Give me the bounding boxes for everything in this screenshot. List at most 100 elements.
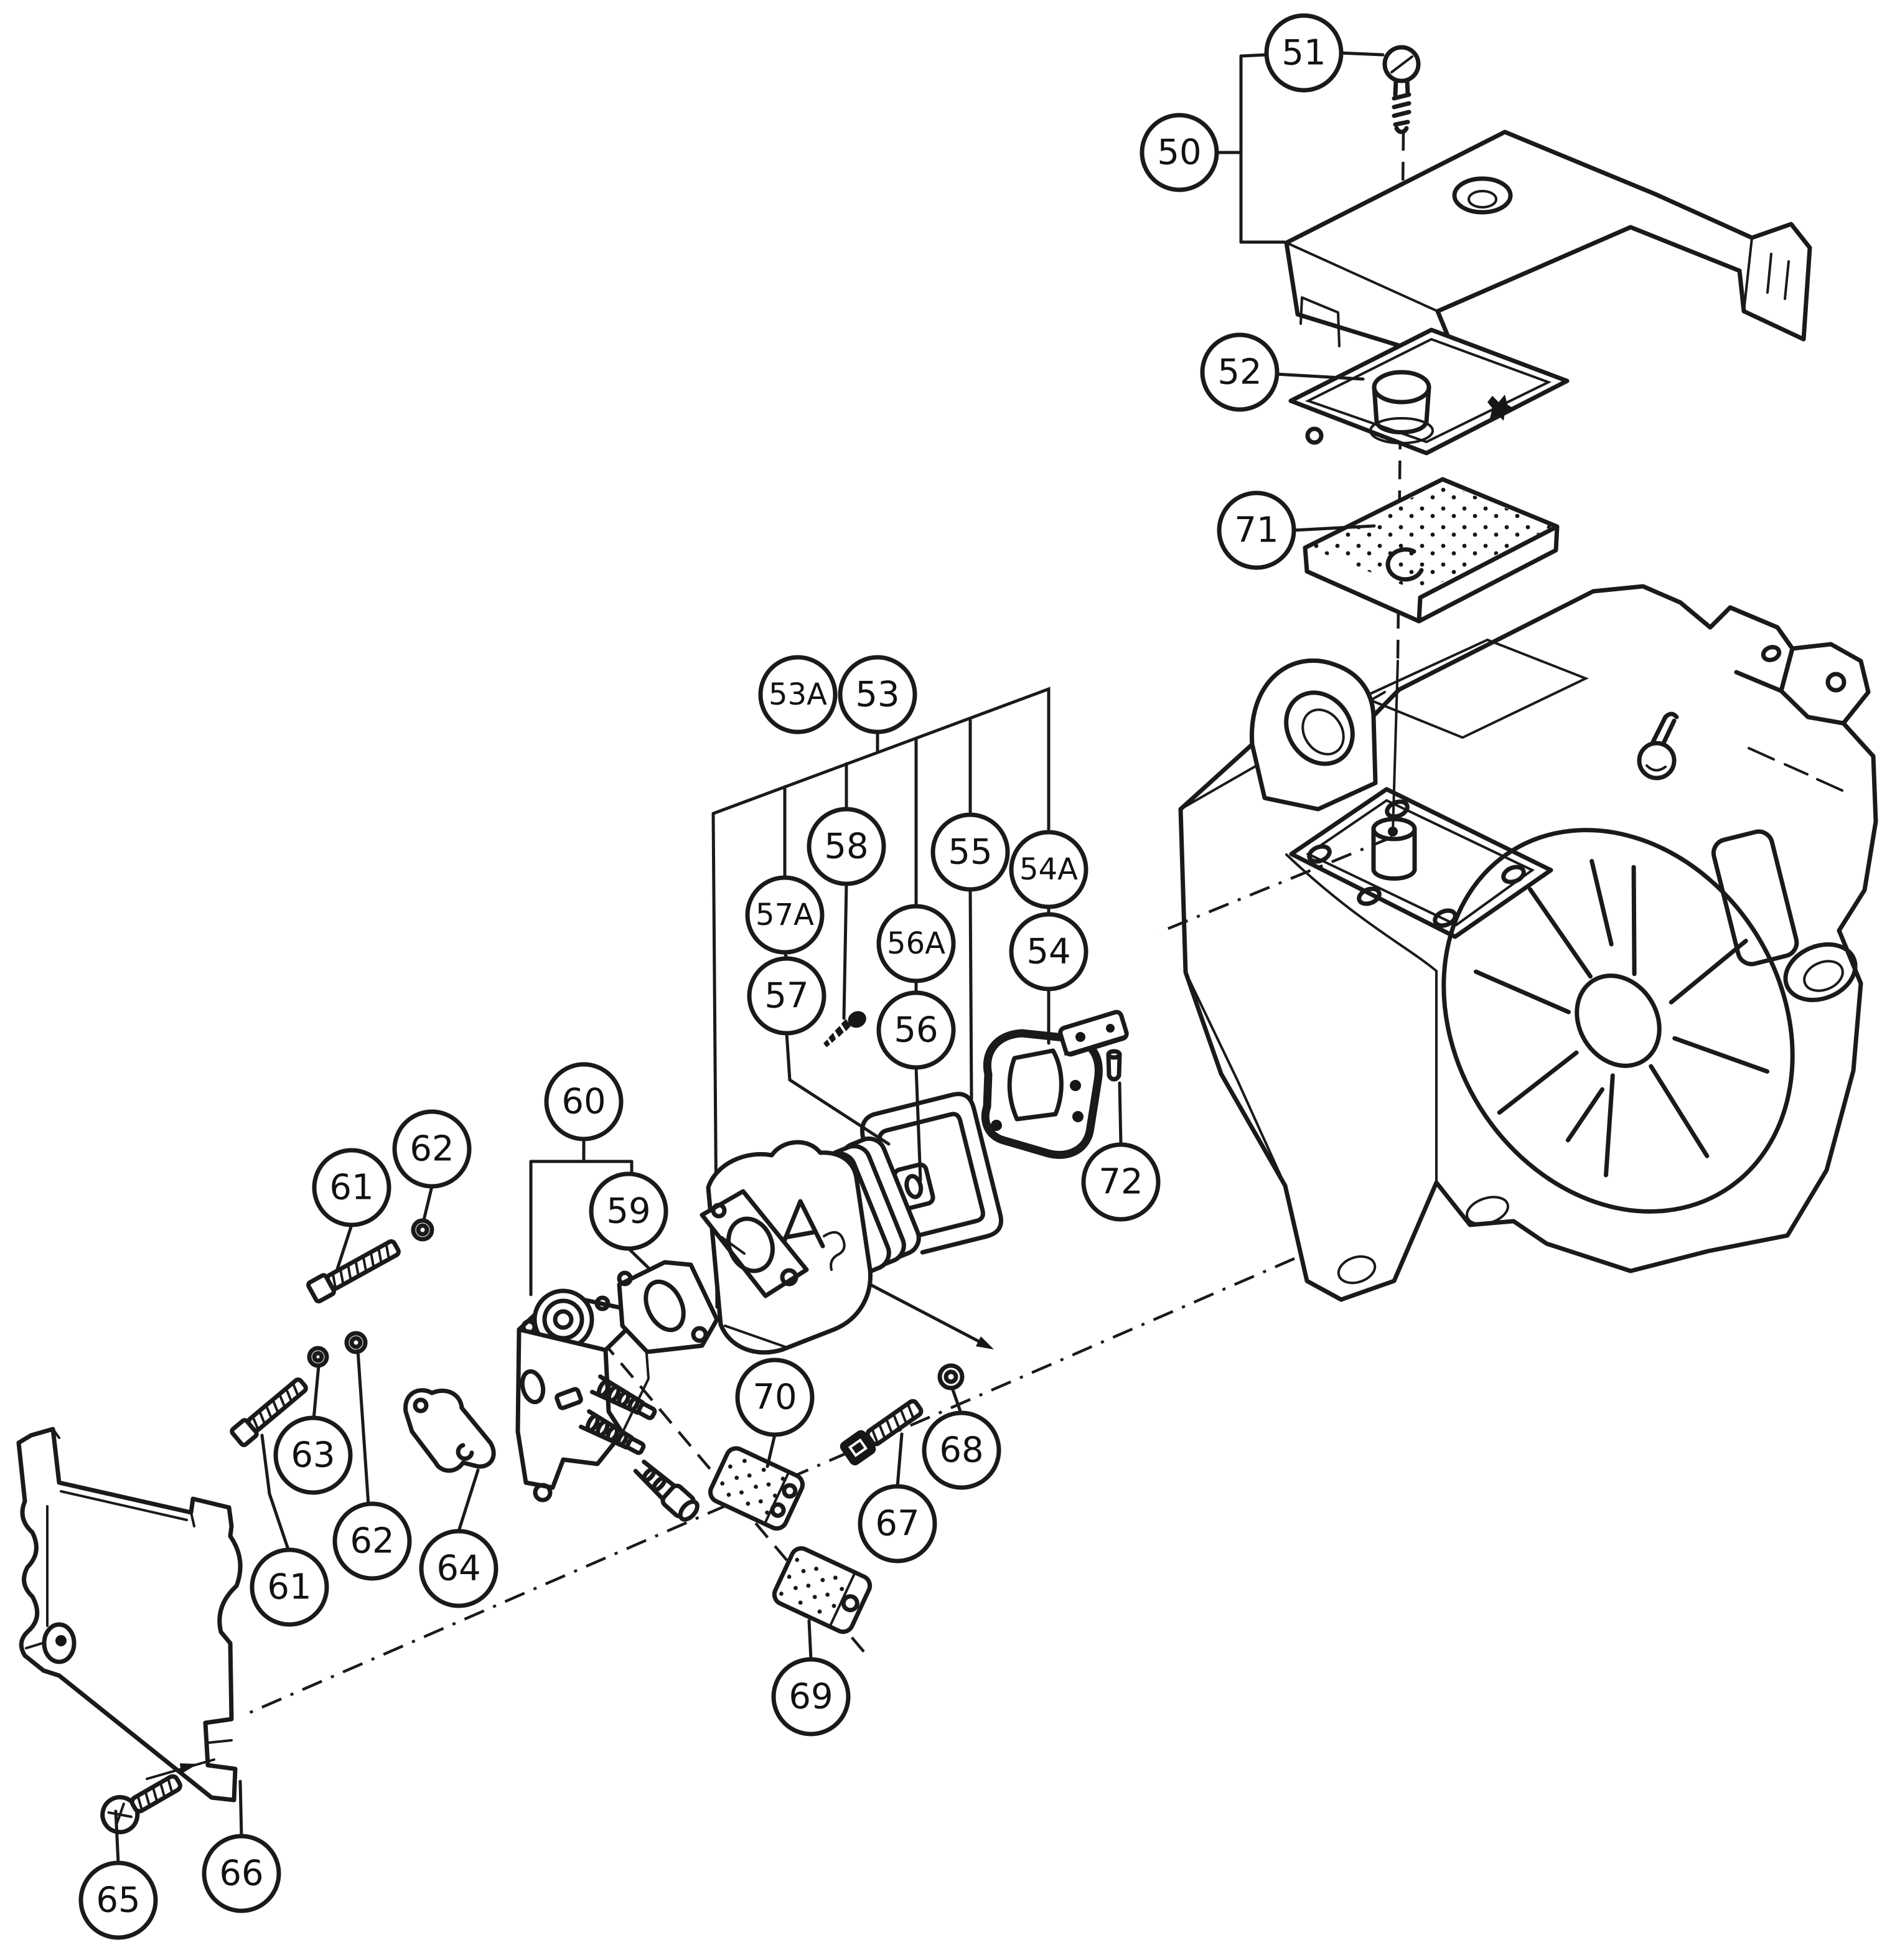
engine-boss bbox=[1250, 658, 1378, 812]
callout-61a-circle bbox=[312, 1148, 391, 1227]
callout-72-leader bbox=[1118, 1081, 1123, 1146]
filter-axis-lower bbox=[1392, 660, 1399, 833]
callout-62a-circle bbox=[392, 1109, 472, 1189]
intake-pad bbox=[1289, 787, 1553, 939]
cover-body bbox=[1284, 129, 1812, 367]
bracket72-edge bbox=[1064, 1034, 1128, 1056]
engine-crankcase-edge bbox=[1184, 853, 1438, 1187]
filter69-hole bbox=[841, 1594, 859, 1613]
screw67-head bbox=[840, 1430, 876, 1466]
screw-67 bbox=[840, 1399, 924, 1466]
callout-54: 54 bbox=[1009, 912, 1088, 1045]
boot-outer-ring bbox=[860, 1092, 1003, 1255]
plate66-corner bbox=[25, 1428, 60, 1649]
fuel-filter-parts bbox=[708, 1363, 965, 1634]
callout-57: 57 bbox=[747, 956, 891, 1146]
callout-51-label: 51 bbox=[1281, 33, 1326, 73]
washer-62b-inner bbox=[349, 1336, 363, 1349]
plate-screw-hole bbox=[1305, 426, 1324, 445]
callout-55-label: 55 bbox=[948, 832, 992, 873]
callout-56: 56 bbox=[876, 990, 956, 1182]
callout-57-circle bbox=[747, 956, 826, 1036]
callout-62a-label: 62 bbox=[410, 1129, 454, 1170]
callout-57A-label: 57A bbox=[756, 898, 814, 932]
callout-64-label: 64 bbox=[436, 1549, 480, 1589]
carb-pivot bbox=[533, 1483, 553, 1503]
callout-62b-leader bbox=[356, 1349, 370, 1507]
callout-64-leader bbox=[457, 1468, 480, 1533]
boss-hole-outer bbox=[1284, 690, 1355, 766]
plate66-inner-top bbox=[60, 1490, 188, 1521]
callout-70-label: 70 bbox=[752, 1377, 797, 1418]
callout-62b-circle bbox=[332, 1501, 412, 1581]
insulator-hole-2 bbox=[691, 1326, 708, 1343]
callout-68-label: 68 bbox=[939, 1430, 983, 1471]
callout-65-circle bbox=[78, 1860, 158, 1940]
pad-hole-3 bbox=[1501, 865, 1526, 884]
callout-59: 59 bbox=[589, 1171, 668, 1272]
callout-67-circle bbox=[858, 1484, 937, 1564]
callout-71-label: 71 bbox=[1234, 510, 1278, 551]
callout-61b-leader bbox=[260, 1433, 291, 1553]
flange-bore bbox=[726, 1216, 775, 1273]
screw65-axis-arrow bbox=[180, 1763, 198, 1774]
gasket54-hole-3 bbox=[991, 1120, 1002, 1131]
foot-1 bbox=[1466, 1196, 1509, 1226]
flange-pointer bbox=[721, 1236, 746, 1255]
bracket72-hole-1 bbox=[1075, 1032, 1085, 1042]
flywheel-fins bbox=[1473, 858, 1770, 1178]
callout-52-circle bbox=[1200, 332, 1280, 412]
callout-57-leader bbox=[785, 1031, 891, 1146]
bracket72-hole-2 bbox=[1106, 1024, 1115, 1033]
callout-59-circle bbox=[589, 1171, 668, 1251]
filter70-face bbox=[764, 1471, 790, 1524]
callout-70-circle bbox=[735, 1357, 815, 1437]
carb-body bbox=[515, 1327, 625, 1490]
cover-step bbox=[1299, 296, 1341, 347]
callout-61a-leader bbox=[335, 1223, 353, 1273]
carb-nipple-1 bbox=[589, 1374, 657, 1420]
screw-58 bbox=[823, 1011, 866, 1048]
callout-69-label: 69 bbox=[789, 1677, 833, 1717]
callout-65-leader bbox=[114, 1809, 120, 1865]
callout-50-label: 50 bbox=[1157, 133, 1201, 173]
filter-center-hole bbox=[1385, 547, 1424, 582]
filter70-stipple bbox=[713, 1451, 786, 1520]
callout-59-label: 59 bbox=[606, 1191, 650, 1232]
engine-tab-2 bbox=[1779, 646, 1846, 726]
flywheel bbox=[1441, 828, 1795, 1214]
callout-65: 65 bbox=[78, 1809, 158, 1940]
filter-plate-52 bbox=[1288, 327, 1570, 456]
boot-inner-ring bbox=[877, 1112, 985, 1239]
callout-56-leader bbox=[914, 1066, 922, 1182]
callout-68-circle bbox=[922, 1410, 1001, 1490]
callout-71-leader bbox=[1291, 524, 1376, 532]
carb-bolt-2 bbox=[594, 1295, 611, 1311]
screw51-slot bbox=[1390, 55, 1413, 73]
bolt-61b bbox=[230, 1377, 308, 1447]
callout-56-label: 56 bbox=[894, 1010, 938, 1051]
callout-60-label: 60 bbox=[561, 1082, 606, 1122]
carb-fuel-nipple bbox=[633, 1460, 700, 1522]
screw58-threads bbox=[823, 1019, 851, 1048]
pad-stud-body bbox=[1371, 827, 1417, 881]
callout-72-circle bbox=[1081, 1142, 1161, 1222]
callout-66: 66 bbox=[202, 1779, 281, 1913]
foot-2 bbox=[1337, 1255, 1377, 1285]
callout-54A-circle bbox=[1009, 830, 1088, 909]
callout-63-leader bbox=[312, 1364, 321, 1421]
callout-54-label: 54 bbox=[1026, 932, 1070, 972]
callout-63: 63 bbox=[273, 1364, 353, 1495]
choke-knob-curl bbox=[1646, 764, 1667, 772]
tab2-hole bbox=[1825, 672, 1847, 693]
callout-71: 71 bbox=[1217, 490, 1376, 570]
callout-68-leader bbox=[951, 1388, 963, 1415]
cover-top-edges bbox=[1285, 226, 1632, 316]
callout-53: 53 bbox=[838, 655, 917, 754]
callout-57A-circle bbox=[745, 875, 825, 955]
washer-68-inner bbox=[943, 1369, 958, 1384]
muffler-assembly bbox=[700, 1010, 1129, 1355]
plate66-grommet-hole bbox=[55, 1635, 67, 1646]
